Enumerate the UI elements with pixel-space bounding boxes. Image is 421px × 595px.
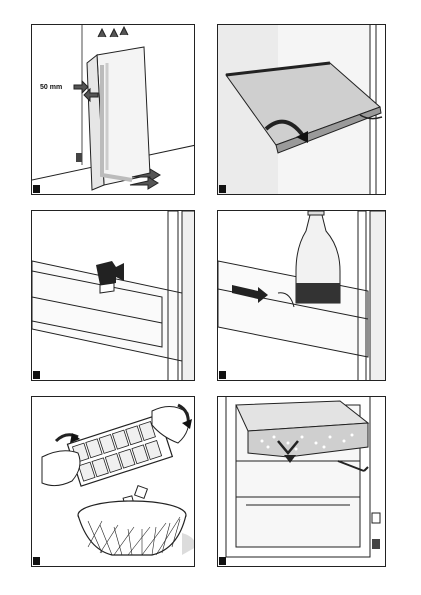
bottle-shelf-illustration [218,211,385,380]
panel-number-badge [219,557,226,565]
clearance-dimension-label: 50 mm [40,84,62,91]
panel-number-badge [33,557,40,565]
panel-door-shelf-removal [31,210,195,381]
panel-ice-cube-tray [31,396,195,567]
panel-number-badge [219,371,226,379]
panel-number-badge [33,371,40,379]
panel-number-badge [33,185,40,193]
panel-ventilation: 50 mm [31,24,195,195]
panel-number-badge [219,185,226,193]
panel-shelf-removal [217,24,386,195]
freezer-illustration [218,397,385,566]
ice-tray-illustration [41,403,194,556]
panel-bottle-shelf [217,210,386,381]
panel-freezer-compartment [217,396,386,567]
ventilation-illustration: 50 mm [32,25,194,191]
shelf-removal-illustration [218,25,383,194]
door-shelf-illustration [32,211,194,380]
